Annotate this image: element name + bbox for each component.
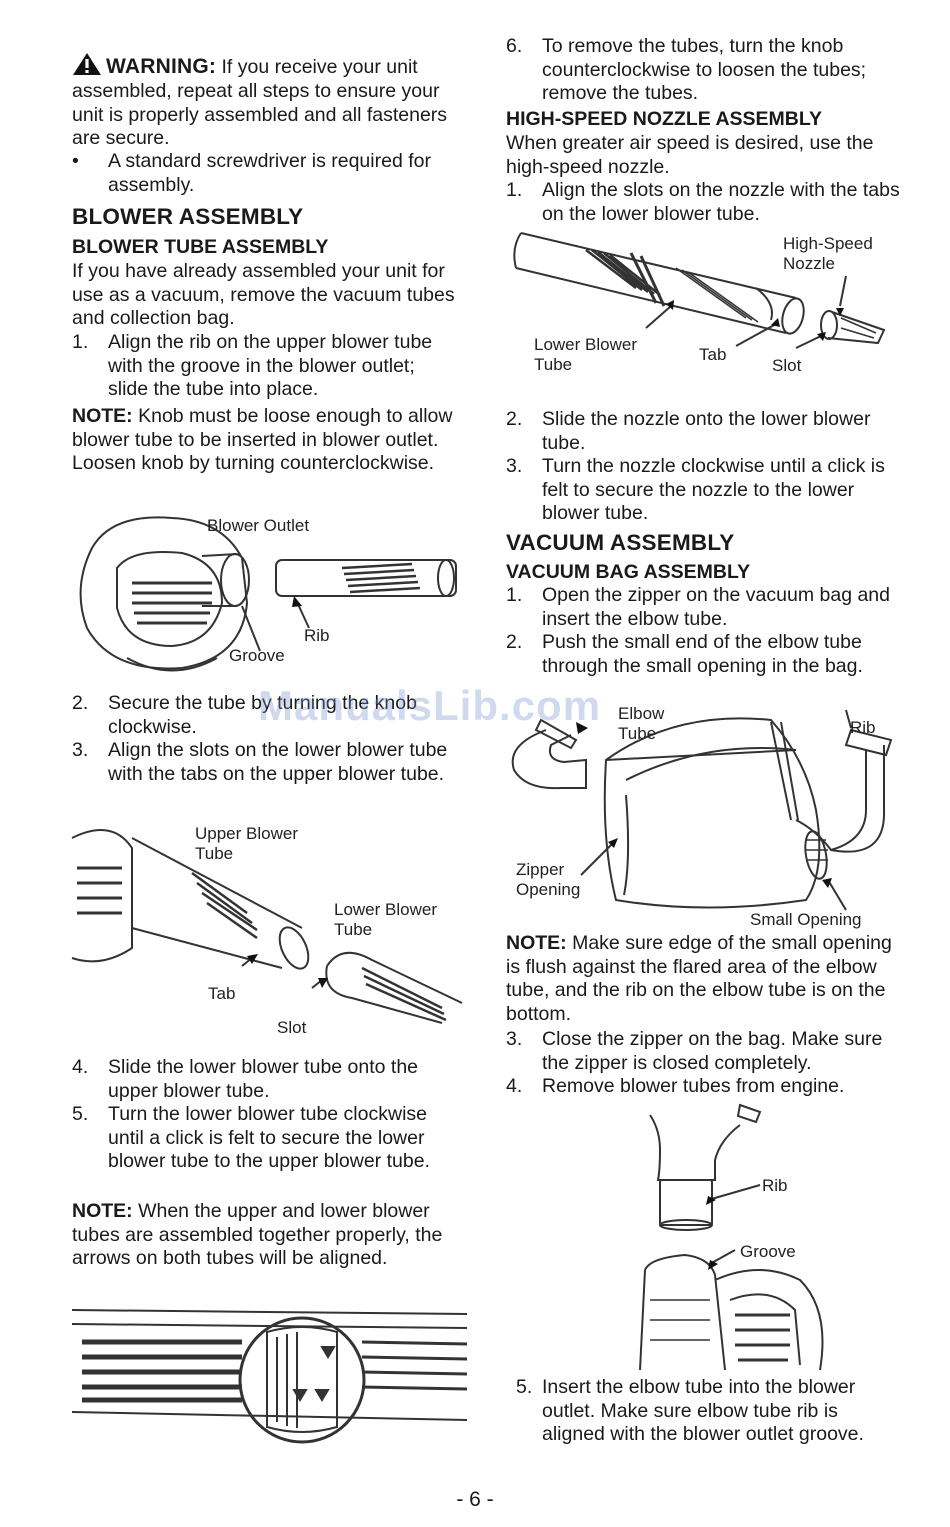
label-rib: Rib: [304, 626, 330, 645]
figure-vacuum-bag: Elbow Tube Rib Zipper Opening Small Open…: [506, 700, 906, 932]
step-number: 4.: [506, 1075, 523, 1097]
warning-text: If you receive your unit assembled, repe…: [72, 56, 448, 150]
high-speed-intro: When greater air speed is desired, use t…: [506, 132, 874, 178]
label-lower-blower-tube: Lower Blower Tube: [534, 335, 637, 374]
warning-label: WARNING:: [106, 55, 217, 78]
step-number: 5.: [516, 1376, 533, 1398]
figure-high-speed-nozzle: High-Speed Nozzle Lower Blower Tube Tab …: [506, 228, 906, 388]
note-paragraph: NOTE: Make sure edge of the small openin…: [506, 932, 906, 1026]
vacuum-bag-illustration: [511, 709, 893, 911]
step-text: Turn the lower blower tube clockwise unt…: [108, 1103, 430, 1173]
label-slot: Slot: [772, 356, 802, 375]
figure-blower-outlet: Blower Outlet Rib Groove: [72, 508, 467, 688]
note-label: NOTE:: [506, 932, 567, 954]
label-slot: Slot: [277, 1018, 307, 1037]
step-text: Align the slots on the lower blower tube…: [108, 739, 448, 785]
label-high-speed-nozzle: High-Speed Nozzle: [783, 234, 873, 273]
heading-vacuum-bag-assembly: VACUUM BAG ASSEMBLY: [506, 561, 751, 583]
label-elbow-tube: Elbow Tube: [618, 704, 665, 743]
step-text: To remove the tubes, turn the knob count…: [542, 35, 867, 105]
step-text: Insert the elbow tube into the blower ou…: [542, 1376, 864, 1446]
label-groove: Groove: [740, 1242, 796, 1261]
figure-aligned-arrows: [71, 1302, 468, 1452]
intro-paragraph: If you have already assembled your unit …: [72, 260, 455, 330]
label-tab: Tab: [208, 984, 236, 1003]
bullet-icon: •: [72, 150, 79, 172]
heading-high-speed-nozzle: HIGH-SPEED NOZZLE ASSEMBLY: [506, 108, 823, 130]
step-number: 3.: [506, 1028, 523, 1050]
step-number: 2.: [72, 692, 89, 714]
heading-vacuum-assembly: VACUUM ASSEMBLY: [506, 530, 735, 555]
step-text: Secure the tube by turning the knob cloc…: [108, 692, 417, 738]
heading-blower-assembly: BLOWER ASSEMBLY: [72, 204, 304, 229]
note-text: Make sure edge of the small opening is f…: [506, 932, 892, 1025]
heading-blower-tube-assembly: BLOWER TUBE ASSEMBLY: [72, 236, 329, 258]
step-text: Slide the nozzle onto the lower blower t…: [542, 408, 871, 454]
step-text: Close the zipper on the bag. Make sure t…: [542, 1028, 883, 1074]
label-groove: Groove: [229, 646, 285, 665]
step-text: Open the zipper on the vacuum bag and in…: [542, 584, 890, 630]
label-lower-blower-tube: Lower Blower Tube: [334, 900, 437, 939]
step-number: 3.: [72, 739, 89, 761]
elbow-outlet-illustration: [639, 1103, 824, 1371]
warning-triangle-icon: [73, 53, 101, 75]
label-blower-outlet: Blower Outlet: [207, 516, 310, 535]
blower-outlet-illustration: [79, 516, 457, 672]
step-text: Slide the lower blower tube onto the upp…: [108, 1056, 419, 1102]
page-number: - 6 -: [456, 1488, 494, 1511]
figure-upper-lower-tube: Upper Blower Tube Lower Blower Tube Tab …: [71, 818, 467, 1048]
note-text: Knob must be loose enough to allow blowe…: [72, 405, 453, 475]
step-number: 1.: [506, 584, 523, 606]
step-text: Push the small end of the elbow tube thr…: [542, 631, 863, 677]
label-tab: Tab: [699, 345, 727, 364]
step-number: 1.: [506, 179, 523, 201]
step-number: 3.: [506, 455, 523, 477]
note-label: NOTE:: [72, 1200, 133, 1222]
warning-paragraph: WARNING: If you receive your unit assemb…: [72, 52, 462, 151]
step-text: Align the slots on the nozzle with the t…: [542, 179, 900, 225]
step-text: Turn the nozzle clockwise until a click …: [542, 455, 885, 525]
label-upper-blower-tube: Upper Blower Tube: [195, 824, 298, 863]
step-number: 1.: [72, 331, 89, 353]
tube-alignment-illustration: [71, 829, 463, 1024]
aligned-arrows-illustration: [71, 1309, 468, 1444]
label-rib: Rib: [762, 1176, 788, 1195]
nozzle-illustration: [513, 232, 886, 349]
step-text: Align the rib on the upper blower tube w…: [108, 331, 433, 401]
figure-elbow-into-outlet: Rib Groove: [590, 1100, 840, 1380]
step-number: 2.: [506, 408, 523, 430]
step-number: 4.: [72, 1056, 89, 1078]
step-number: 2.: [506, 631, 523, 653]
step-number: 5.: [72, 1103, 89, 1125]
bullet-text: A standard screwdriver is required for a…: [108, 150, 431, 196]
label-rib: Rib: [850, 718, 876, 737]
note-paragraph: NOTE: When the upper and lower blower tu…: [72, 1200, 460, 1271]
label-zipper-opening: Zipper Opening: [516, 860, 581, 899]
watermark: ManualsLib.com: [258, 682, 602, 729]
note-text: When the upper and lower blower tubes ar…: [72, 1200, 443, 1270]
note-paragraph: NOTE: Knob must be loose enough to allow…: [72, 405, 457, 476]
step-number: 6.: [506, 35, 523, 57]
label-small-opening: Small Opening: [750, 910, 862, 929]
step-text: Remove blower tubes from engine.: [542, 1075, 845, 1097]
note-label: NOTE:: [72, 405, 133, 427]
